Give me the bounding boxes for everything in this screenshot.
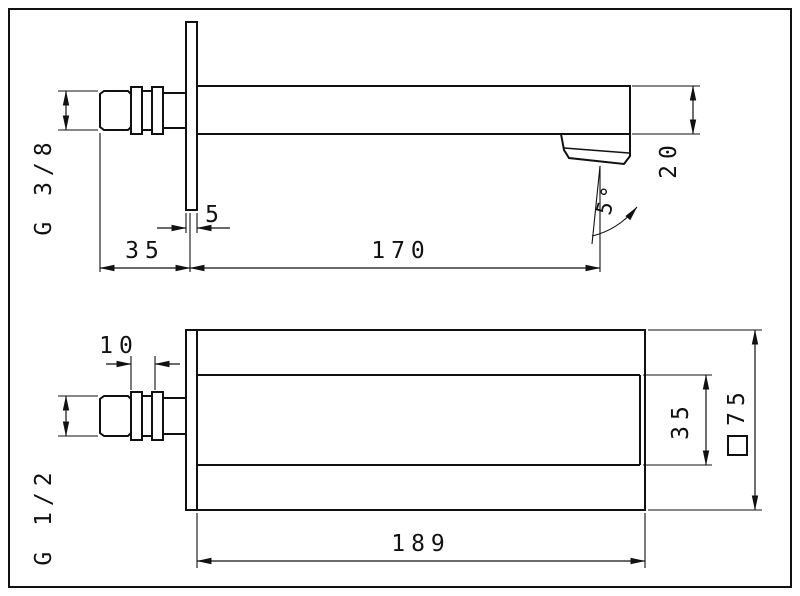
- dim-label-thread-length: 35: [125, 238, 165, 264]
- spout-body-plan: [196, 329, 646, 511]
- threaded-inlet-fitting-plan: [99, 391, 187, 441]
- dim-label-spout-length: 170: [371, 238, 431, 264]
- spacer-ring: [141, 90, 153, 131]
- dim-label-body-height: 20: [656, 139, 682, 179]
- internal-channel: [197, 374, 641, 466]
- drawing-border: [8, 8, 792, 588]
- channel-width-dimension: 35: [643, 374, 712, 466]
- dim-label-channel-width: 35: [668, 400, 694, 440]
- collar: [162, 92, 187, 129]
- thread-size-dimension-bottom: G 1/2: [31, 395, 98, 566]
- body-height-dimension: 20: [632, 85, 700, 179]
- bottom-view-plan: 10 G 1/2 35 75 189: [31, 329, 762, 568]
- plate-thickness-dimension: 5: [157, 202, 230, 233]
- dim-label-body-width: 75: [724, 386, 750, 426]
- thread-section: [99, 395, 132, 437]
- outlet-joint-line: [563, 147, 630, 154]
- hex-nut: [151, 86, 164, 135]
- dim-label-thread-bottom: G 1/2: [31, 466, 57, 565]
- outlet-angle-dimension: 5°: [591, 165, 638, 272]
- hex-nut: [151, 391, 164, 441]
- dim-label-outlet-angle: 5°: [592, 181, 623, 217]
- dim-label-thread-top: G 3/8: [31, 136, 57, 235]
- top-view-side-elevation: 5° G 3/8 5 35 170: [31, 21, 700, 272]
- length-dimensions: 35 170: [99, 133, 601, 272]
- spacer-ring: [141, 395, 153, 437]
- outlet-nozzle-outline: [559, 133, 631, 166]
- dim-label-nut-width: 10: [99, 333, 139, 359]
- thread-section: [99, 90, 132, 131]
- nut-width-dimension: 10: [99, 333, 180, 390]
- spout-body: [196, 85, 631, 135]
- outlet-nozzle: [559, 133, 631, 166]
- thread-size-dimension: G 3/8: [31, 90, 98, 236]
- dim-label-overall-length: 189: [391, 531, 451, 557]
- overall-length-dimension: 189: [196, 513, 646, 568]
- hex-nut: [130, 86, 143, 135]
- dim-label-plate-thickness: 5: [205, 202, 225, 228]
- hex-nut: [130, 391, 143, 441]
- wall-flange-plate: [185, 21, 198, 211]
- collar: [162, 397, 187, 435]
- body-width-dimension: 75: [648, 329, 762, 511]
- angle-reference-line: [591, 165, 601, 245]
- wall-flange-plate-plan: [185, 329, 198, 511]
- square-section-symbol: [727, 435, 748, 456]
- angle-arc: [591, 206, 638, 237]
- threaded-inlet-fitting: [99, 86, 187, 135]
